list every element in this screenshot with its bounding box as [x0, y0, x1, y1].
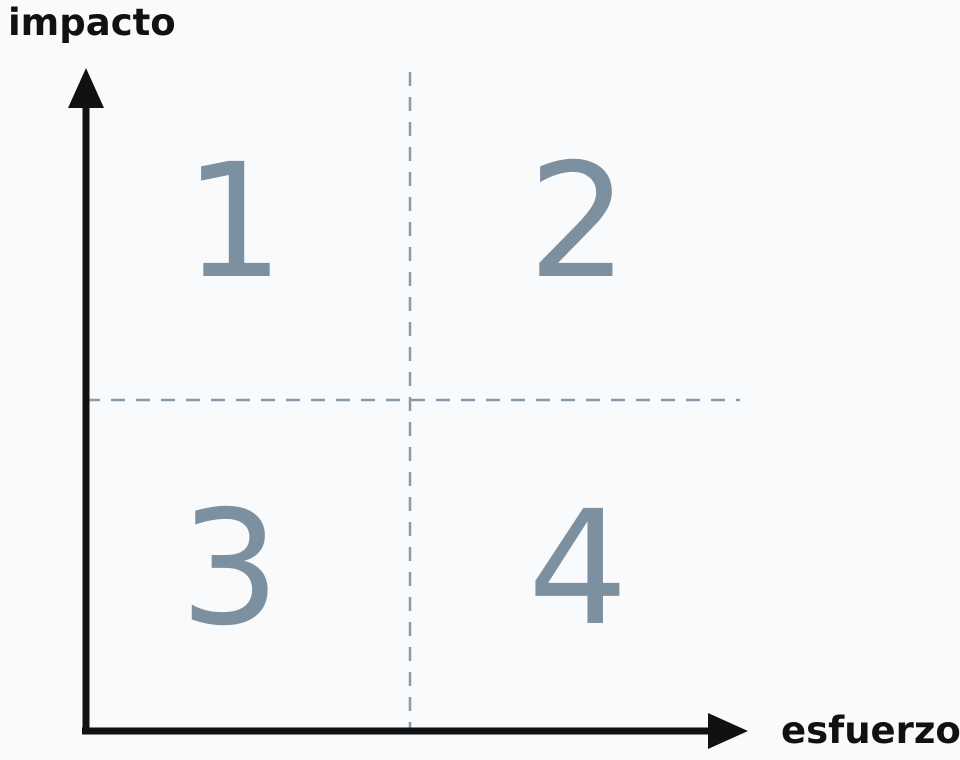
quadrant-2-number: 2 [527, 130, 629, 314]
x-axis-label: esfuerzo [781, 709, 960, 752]
y-axis-arrow-icon [68, 68, 104, 108]
quadrant-1-number: 1 [183, 130, 285, 314]
quadrant-3-number: 3 [179, 477, 281, 661]
x-axis-arrow-icon [708, 713, 748, 749]
quadrant-4-number: 4 [527, 477, 629, 661]
y-axis-label: impacto [8, 1, 176, 44]
